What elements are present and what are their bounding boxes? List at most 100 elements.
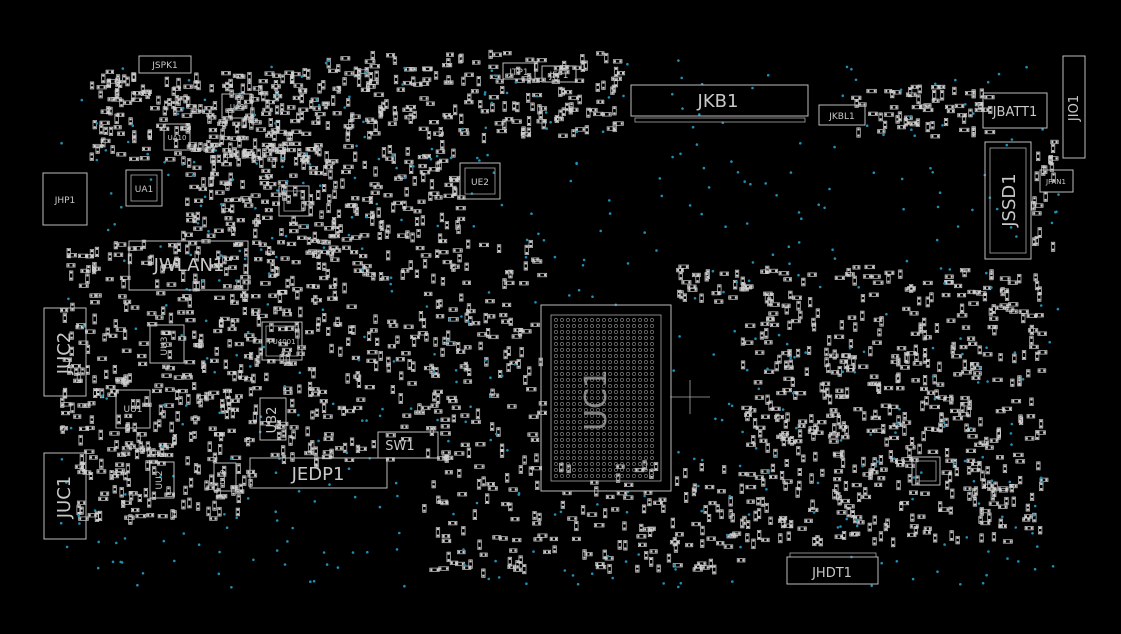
smd-component <box>95 388 101 396</box>
via <box>775 455 778 459</box>
smd-component <box>252 219 261 225</box>
via <box>788 262 791 266</box>
chip-ua1[interactable]: UA1 <box>125 169 163 207</box>
via <box>281 165 284 169</box>
via <box>490 101 494 105</box>
smd-component <box>351 235 362 240</box>
smd-component <box>596 99 605 104</box>
via <box>366 550 369 554</box>
via <box>1009 432 1013 435</box>
smd-component <box>252 86 263 91</box>
smd-component <box>67 253 77 258</box>
via <box>895 560 899 563</box>
via <box>920 471 923 474</box>
smd-component <box>458 54 463 64</box>
smd-component <box>264 372 269 382</box>
smd-component <box>290 275 295 287</box>
via <box>246 497 250 500</box>
smd-component <box>192 430 197 439</box>
via <box>728 494 731 498</box>
smd-component <box>327 194 332 203</box>
smd-component <box>206 233 216 238</box>
via <box>1005 143 1009 147</box>
smd-component <box>232 121 241 126</box>
via <box>173 559 176 563</box>
via <box>681 107 684 110</box>
via <box>942 425 946 429</box>
smd-component <box>433 131 444 136</box>
smd-component <box>180 125 191 130</box>
via <box>351 551 355 554</box>
via <box>912 476 916 479</box>
smd-component <box>194 198 204 203</box>
via <box>220 202 223 206</box>
smd-component <box>364 59 376 64</box>
via <box>331 402 335 406</box>
via <box>275 549 279 552</box>
smd-component <box>186 144 197 149</box>
via <box>59 521 63 525</box>
smd-component <box>323 436 334 442</box>
via <box>942 421 946 425</box>
via <box>409 407 413 410</box>
smd-component <box>108 333 118 338</box>
via <box>749 182 752 186</box>
via <box>941 124 944 127</box>
via <box>747 279 751 283</box>
label-sw1: SW1 <box>385 439 414 454</box>
via <box>569 179 573 183</box>
via <box>361 419 364 422</box>
smd-component <box>340 178 345 189</box>
smd-component <box>193 226 203 231</box>
smd-component <box>236 218 245 223</box>
smd-component <box>332 111 342 116</box>
via <box>486 153 489 157</box>
via <box>900 177 904 181</box>
via <box>176 112 180 116</box>
smd-component <box>402 80 413 86</box>
via <box>448 318 451 321</box>
via <box>714 417 717 421</box>
smd-component <box>214 295 225 300</box>
via <box>505 91 509 95</box>
via <box>283 563 287 566</box>
smd-component <box>175 411 180 422</box>
smd-component <box>99 120 110 125</box>
via <box>1031 532 1034 535</box>
smd-component <box>470 89 479 94</box>
via <box>872 171 876 174</box>
smd-component <box>322 450 333 455</box>
smd-component <box>319 210 324 219</box>
smd-component <box>433 71 439 80</box>
smd-component <box>159 117 168 122</box>
via <box>469 405 472 409</box>
via <box>990 479 994 483</box>
smd-component <box>405 147 410 156</box>
via <box>931 171 934 174</box>
smd-component <box>330 233 340 239</box>
via <box>109 192 113 195</box>
via <box>305 223 309 227</box>
via <box>389 276 393 280</box>
smd-component <box>577 94 582 105</box>
via <box>274 471 278 475</box>
via <box>96 566 100 570</box>
smd-component <box>224 216 233 221</box>
smd-component <box>223 153 234 159</box>
smd-component <box>502 101 507 112</box>
smd-component <box>208 426 217 431</box>
smd-component <box>547 73 559 78</box>
via <box>291 526 295 530</box>
via <box>315 98 318 101</box>
via <box>1048 340 1051 344</box>
smd-component <box>245 154 256 159</box>
label-jkb1: JKB1 <box>697 91 739 112</box>
via <box>309 580 312 583</box>
label-jio1: JIO1 <box>1067 95 1082 122</box>
smd-component <box>221 120 227 129</box>
smd-component <box>289 228 299 234</box>
smd-component <box>241 198 252 203</box>
smd-component <box>301 131 312 136</box>
smd-component <box>210 264 220 269</box>
via <box>596 503 599 506</box>
